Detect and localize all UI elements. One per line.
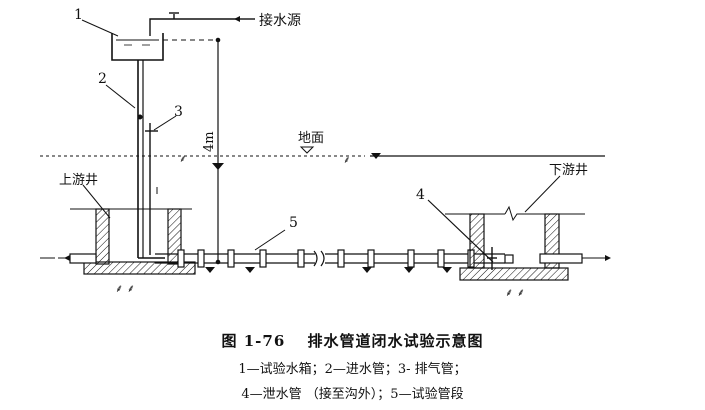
inlet-valve [137, 114, 143, 120]
downstream-water-level-icon [371, 153, 381, 159]
supply-arrow-head [234, 16, 240, 22]
downstream-well-left-wall [469, 213, 485, 269]
downstream-well: ⸙ ⸙ [445, 205, 611, 299]
test-water-tank [111, 33, 164, 61]
figure-caption-title: 图 1-76 排水管道闭水试验示意图 [221, 332, 484, 350]
label-downstream-well: 下游井 [549, 163, 588, 178]
drain-pipe-plug [504, 254, 514, 264]
drain-pipe [427, 199, 497, 270]
label-n2: 2 [98, 71, 107, 87]
upstream-label-leader [82, 184, 111, 219]
inlet-pipe [137, 60, 165, 259]
label-1-leader [81, 19, 119, 37]
label-2-leader [105, 84, 136, 109]
ground-level-triangle-icon [299, 146, 315, 154]
downstream-outflow-pipe [539, 253, 583, 264]
label-n1: 1 [74, 7, 83, 23]
label-n3: 3 [174, 104, 183, 120]
upstream-well-base [83, 261, 196, 275]
pipe-joints [177, 249, 475, 268]
downstream-well-base [459, 267, 569, 281]
label-n5: 5 [289, 215, 298, 231]
label-upstream-well: 上游井 [59, 173, 98, 188]
upstream-well-left-wall [95, 208, 110, 265]
label-3-leader [153, 115, 177, 131]
label-height: 4m [202, 131, 217, 152]
water-source-supply-pipe [149, 12, 255, 36]
upstream-well: ⸙ ⸙ [40, 208, 196, 295]
label-4-leader [427, 199, 494, 263]
label-5-leader [254, 229, 286, 251]
upstream-inflow-pipe [69, 253, 97, 264]
label-ground: 地面 [298, 131, 324, 146]
figure-legend-line-2: 4—泄水管 （接至沟外）；5—试验管段 [241, 387, 464, 402]
test-pipe-section [155, 229, 505, 273]
water-level-triangle-icon [212, 163, 224, 170]
label-n4: 4 [416, 187, 425, 203]
svg-text:⸙: ⸙ [179, 154, 187, 165]
svg-text:⸙ ⸙: ⸙ ⸙ [505, 286, 525, 299]
label-water-source: 接水源 [259, 12, 301, 29]
pipe-support-marks [205, 267, 452, 273]
ground-line: ⸙ ⸙ [40, 146, 605, 166]
exhaust-pipe [145, 123, 158, 255]
downstream-label-leader [524, 175, 561, 213]
outflow-arrow-head [605, 255, 611, 261]
inflow-arrow-head [64, 255, 70, 261]
figure-legend-line-1: 1—试验水箱；2—进水管；3- 排气管； [238, 362, 467, 377]
svg-text:⸙ ⸙: ⸙ ⸙ [115, 282, 135, 295]
svg-text:⸙: ⸙ [343, 155, 351, 166]
